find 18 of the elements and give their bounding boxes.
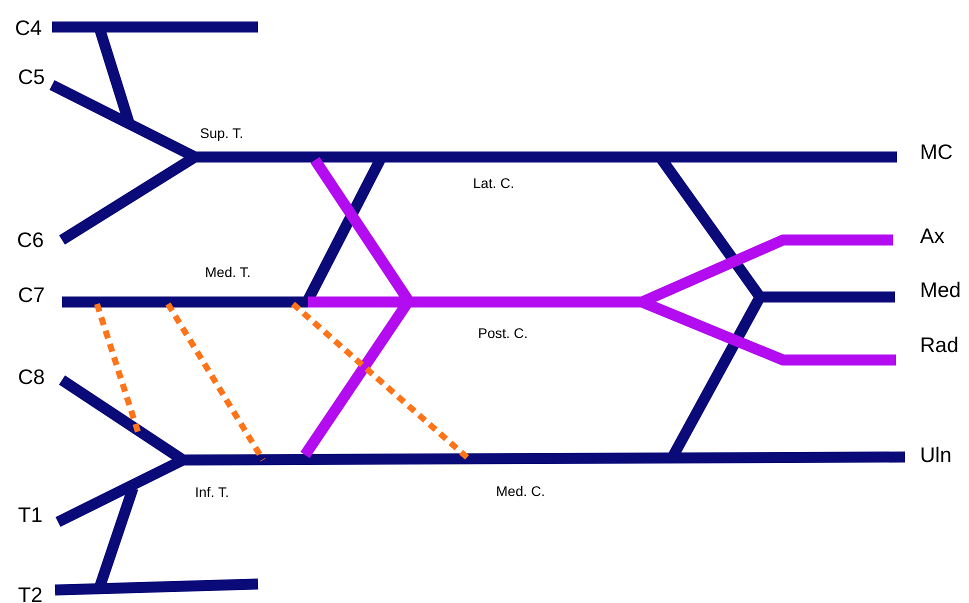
nerve-label: C5 xyxy=(18,67,45,88)
segment-label: Lat. C. xyxy=(473,176,514,190)
nerve-label: T1 xyxy=(18,505,43,526)
segment-label: Sup. T. xyxy=(200,126,244,140)
nerve-label: C4 xyxy=(15,18,42,39)
nerve-label: C7 xyxy=(18,285,45,306)
nerve-label: Rad xyxy=(920,335,959,356)
nerve-label: Med xyxy=(920,280,961,301)
nerve-label: MC xyxy=(920,142,953,163)
segment-label: Inf. T. xyxy=(195,485,229,499)
nerve-label: C6 xyxy=(17,230,44,251)
nerve-label: C8 xyxy=(18,367,45,388)
segment-label: Med. T. xyxy=(205,265,251,279)
nerve-label: T2 xyxy=(18,585,43,603)
nerve-label: Ax xyxy=(920,226,945,247)
nerve-label: Uln xyxy=(920,445,952,466)
segment-label: Med. C. xyxy=(496,484,546,498)
segment-label: Post. C. xyxy=(478,326,528,340)
